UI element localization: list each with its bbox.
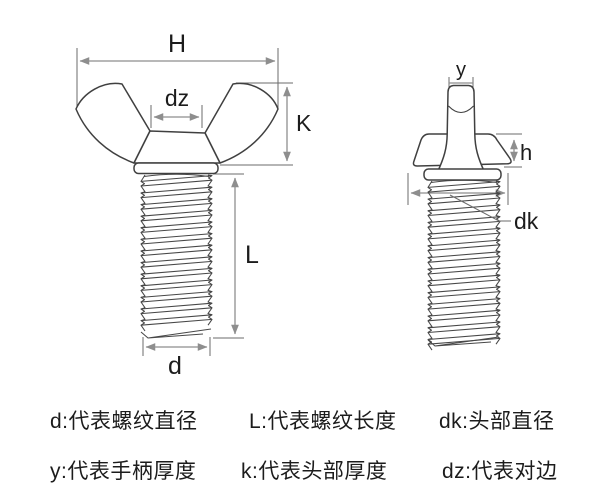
thread-front [140, 173, 213, 339]
handle-tab [436, 84, 486, 173]
legend-L: L:代表螺纹长度 [249, 410, 397, 433]
side-view: y h dk [407, 59, 539, 351]
washer-front [133, 162, 219, 175]
label-d: d [168, 352, 182, 380]
label-H: H [168, 30, 186, 58]
thread-side [427, 179, 501, 351]
label-h: h [520, 140, 532, 165]
wing-right [204, 82, 279, 164]
legend-d: d:代表螺纹直径 [50, 410, 198, 433]
label-L: L [245, 241, 259, 269]
label-y: y [456, 59, 466, 81]
label-dz: dz [165, 85, 189, 111]
wing-boss [133, 130, 221, 164]
label-K: K [296, 110, 312, 136]
front-view: H dz K L d [75, 30, 312, 380]
drawing-canvas: H dz K L d y h dk [75, 30, 539, 380]
label-dk: dk [514, 208, 539, 234]
extension-line [76, 48, 293, 356]
dk-leader-line [449, 194, 511, 222]
handle-tab-arc [448, 105, 474, 114]
wing-left [75, 82, 151, 164]
legend-dz: dz:代表对边 [442, 460, 558, 483]
washer-side [423, 168, 502, 181]
legend-k: k:代表头部厚度 [241, 460, 388, 483]
legend-y: y:代表手柄厚度 [50, 460, 197, 483]
legend-dk: dk:头部直径 [439, 410, 555, 433]
